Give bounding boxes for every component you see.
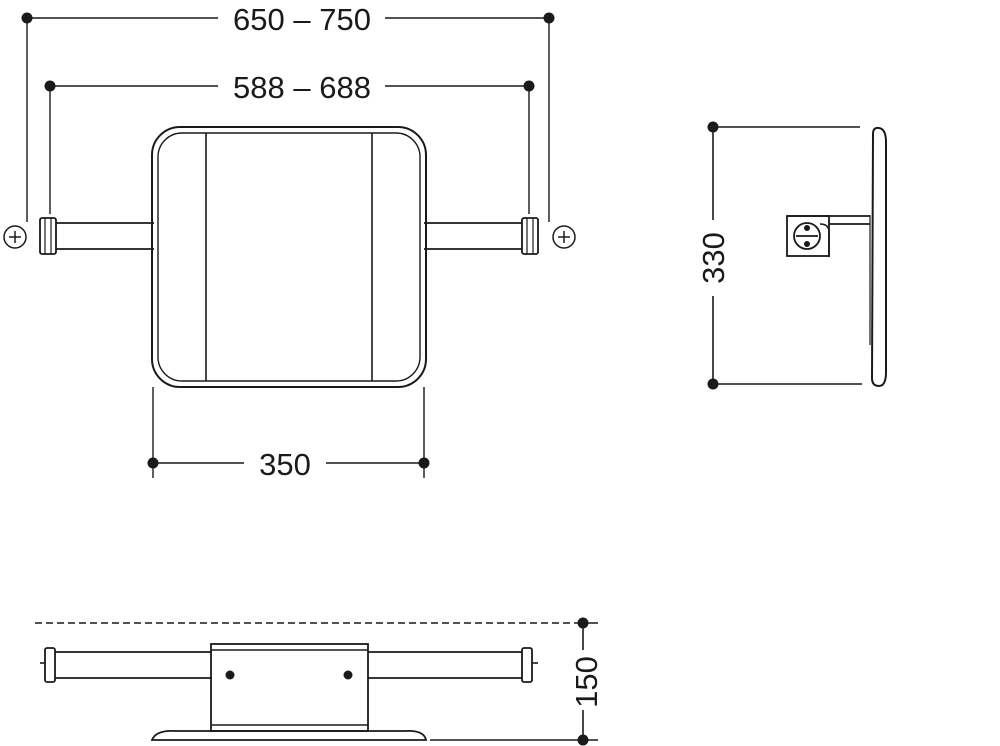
seat-side-profile (869, 126, 887, 388)
side-view: 330 (696, 121, 887, 390)
top-center-plate (210, 643, 369, 732)
overall-width-label: 650 – 750 (233, 2, 371, 37)
top-view: 150 (35, 617, 604, 746)
left-support-arm (39, 217, 154, 255)
screw-symbol-right (552, 225, 576, 249)
front-view: 650 – 750 588 – 688 (3, 2, 576, 482)
mounting-width-dimension: 588 – 688 (44, 70, 535, 214)
top-seat-edge (150, 730, 428, 741)
screw-symbol-left (3, 225, 27, 249)
wall-bracket-side (786, 215, 870, 257)
wall-projection-label: 150 (569, 656, 604, 708)
seat-front (151, 126, 427, 388)
seat-width-label: 350 (259, 447, 311, 482)
seat-depth-label: 330 (696, 232, 731, 284)
right-support-arm (424, 217, 539, 255)
overall-width-dimension: 650 – 750 (21, 2, 555, 222)
seat-width-dimension: 350 (147, 387, 430, 482)
mounting-width-label: 588 – 688 (233, 70, 371, 105)
wall-projection-dimension: 150 (430, 617, 604, 746)
top-arms (40, 647, 538, 683)
seat-depth-dimension: 330 (696, 121, 862, 390)
